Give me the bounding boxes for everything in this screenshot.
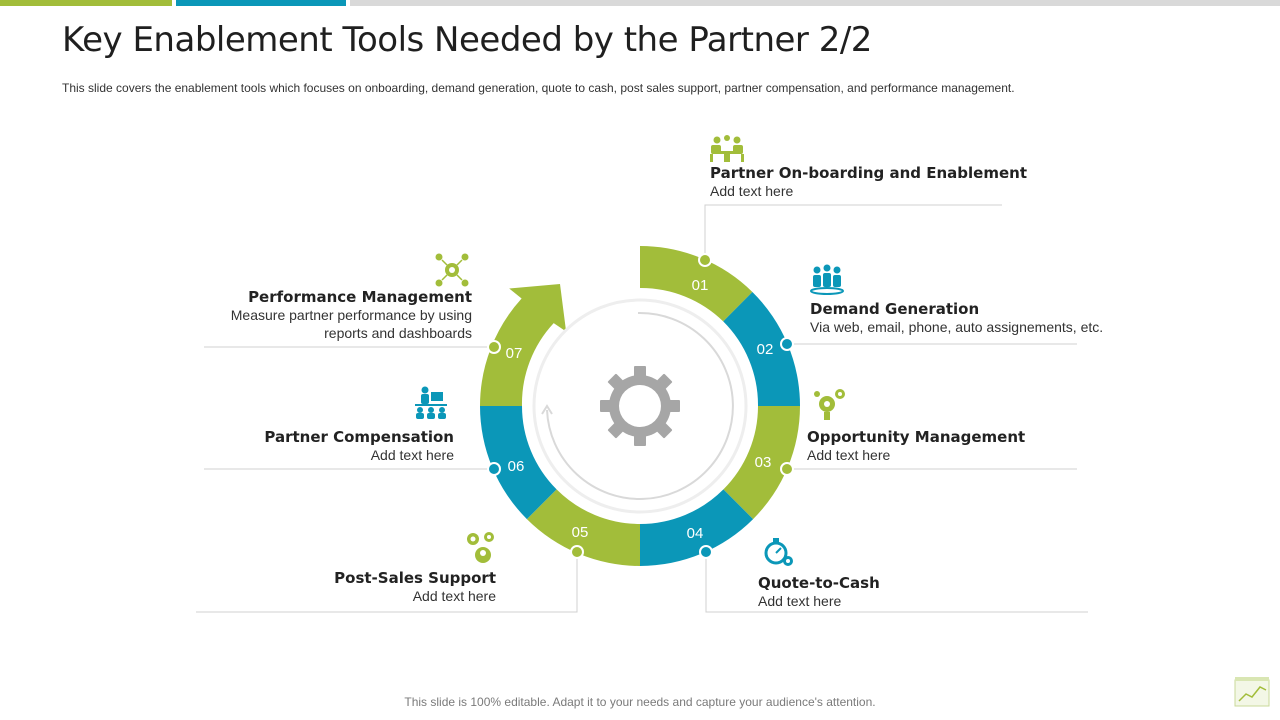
step-07-text-line1: Measure partner performance by using bbox=[230, 307, 472, 323]
step-05-title: Post-Sales Support bbox=[334, 569, 496, 587]
step-04-text: Add text here bbox=[758, 593, 842, 609]
connector-04 bbox=[705, 552, 1088, 613]
gear-network-icon bbox=[435, 253, 469, 287]
connector-lines bbox=[196, 204, 1088, 613]
connector-dot-01 bbox=[698, 253, 712, 267]
footer-note: This slide is 100% editable. Adapt it to… bbox=[404, 695, 876, 709]
step-number-04: 04 bbox=[687, 525, 704, 542]
step-02-label: Demand Generation Via web, email, phone,… bbox=[810, 300, 1103, 336]
step-01-text: Add text here bbox=[710, 183, 794, 199]
step-02-title: Demand Generation bbox=[810, 300, 980, 318]
step-07-title: Performance Management bbox=[248, 288, 472, 306]
step-06-text: Add text here bbox=[370, 447, 454, 463]
step-01-label: Partner On-boarding and Enablement Add t… bbox=[710, 164, 1027, 200]
ring-segment-02 bbox=[723, 292, 801, 406]
team-icon bbox=[810, 264, 844, 295]
step-01-title: Partner On-boarding and Enablement bbox=[710, 164, 1027, 182]
page-title: Key Enablement Tools Needed by the Partn… bbox=[62, 20, 872, 60]
idea-gears-icon bbox=[814, 389, 845, 420]
step-04-title: Quote-to-Cash bbox=[758, 574, 880, 592]
ring bbox=[480, 245, 801, 566]
step-number-07: 07 bbox=[506, 345, 523, 362]
support-gears-icon bbox=[467, 532, 494, 563]
top-accent-bar bbox=[0, 0, 1280, 6]
stopwatch-gear-icon bbox=[764, 538, 793, 566]
step-number-03: 03 bbox=[755, 454, 772, 471]
ring-segment-06 bbox=[480, 406, 557, 520]
accent-green bbox=[0, 0, 172, 6]
step-number-05: 05 bbox=[572, 524, 589, 541]
connector-dot-05 bbox=[570, 545, 584, 559]
step-06-title: Partner Compensation bbox=[264, 428, 454, 446]
connector-dot-02 bbox=[780, 337, 794, 351]
accent-blue bbox=[176, 0, 346, 6]
inner-arc-arrowhead bbox=[541, 404, 553, 415]
step-07-text-line2: reports and dashboards bbox=[324, 325, 472, 341]
step-07-label: Performance Management Measure partner p… bbox=[231, 288, 472, 342]
connector-05 bbox=[196, 552, 578, 613]
connector-dot-07 bbox=[487, 340, 501, 354]
ring-segment-05 bbox=[526, 489, 640, 566]
connector-dot-03 bbox=[780, 462, 794, 476]
ring-segment-04 bbox=[640, 489, 754, 566]
connector-01 bbox=[704, 204, 1002, 260]
step-03-label: Opportunity Management Add text here bbox=[807, 428, 1025, 464]
meeting-icon bbox=[710, 135, 744, 162]
accent-gray bbox=[350, 0, 1280, 6]
step-number-06: 06 bbox=[508, 458, 525, 475]
page-subtitle: This slide covers the enablement tools w… bbox=[62, 81, 1015, 95]
step-06-label: Partner Compensation Add text here bbox=[264, 428, 454, 464]
step-02-text: Via web, email, phone, auto assignements… bbox=[810, 319, 1104, 335]
step-05-text: Add text here bbox=[412, 588, 496, 604]
ring-segment-01 bbox=[640, 245, 753, 322]
connector-dot-04 bbox=[699, 545, 713, 559]
connector-dot-06 bbox=[487, 462, 501, 476]
step-04-label: Quote-to-Cash Add text here bbox=[758, 574, 880, 610]
gear-icon bbox=[600, 366, 680, 446]
step-05-label: Post-Sales Support Add text here bbox=[334, 569, 496, 605]
step-number-01: 01 bbox=[692, 277, 709, 294]
chart-thumbnail-icon bbox=[1234, 677, 1270, 707]
step-03-text: Add text here bbox=[807, 447, 891, 463]
step-03-title: Opportunity Management bbox=[807, 428, 1026, 446]
ring-segment-07 bbox=[480, 284, 567, 406]
ring-segment-03 bbox=[723, 406, 800, 520]
step-number-02: 02 bbox=[757, 341, 774, 358]
presentation-icon bbox=[415, 386, 447, 419]
inner-arc bbox=[546, 311, 734, 500]
